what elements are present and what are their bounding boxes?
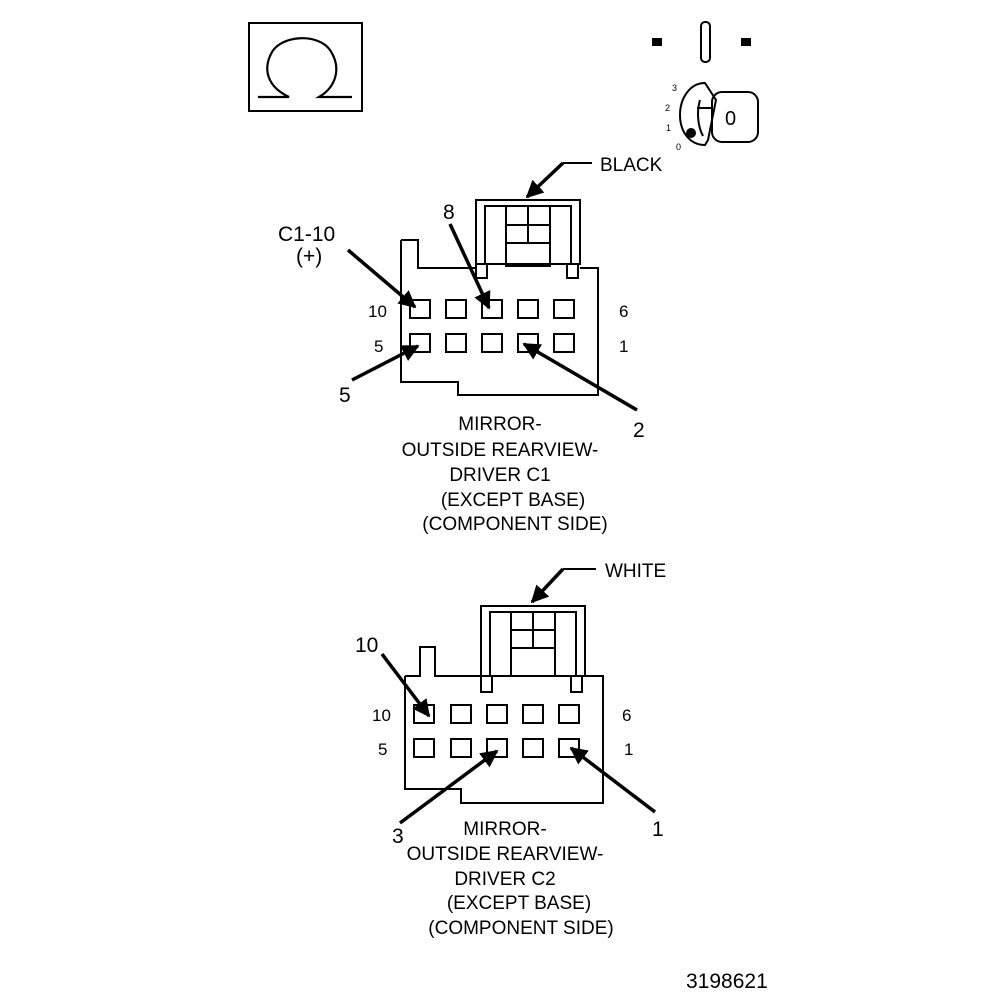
- c2-cavity-6: [558, 704, 580, 724]
- c2-color-label: WHITE: [605, 561, 666, 582]
- c1-callout-8-arrow: [448, 223, 491, 310]
- c2-body-outline: [404, 646, 604, 804]
- c1-title-line-2: OUTSIDE REARVIEW-: [402, 440, 599, 461]
- c2-color-arrow: [530, 567, 565, 604]
- c2-row-label-5: 5: [378, 740, 387, 759]
- c2-title-line-1: MIRROR-: [463, 819, 546, 840]
- c1-color-arrow: [525, 161, 565, 199]
- ignition-key-icon: 0 3 2 1 0: [652, 21, 759, 152]
- c2-title-line-4: (EXCEPT BASE): [447, 893, 591, 914]
- c2-row-label-6: 6: [622, 706, 631, 725]
- c1-cavity-row-bottom: [409, 333, 575, 353]
- c1-cavity-9: [445, 299, 467, 319]
- c1-cavity-7: [517, 299, 539, 319]
- c1-row-label-6: 6: [619, 302, 628, 321]
- ohmmeter-icon: [248, 22, 363, 112]
- c2-callout-1-arrow: [569, 746, 657, 814]
- c2-cavity-7: [522, 704, 544, 724]
- c1-cavity-10: [409, 299, 431, 319]
- c1-cavity-6: [553, 299, 575, 319]
- c1-row-label-10: 10: [368, 302, 387, 321]
- ignition-position-2: 2: [665, 103, 670, 113]
- c2-title: MIRROR- OUTSIDE REARVIEW- DRIVER C2 (EXC…: [407, 819, 614, 939]
- c2-title-line-3: DRIVER C2: [454, 869, 555, 890]
- c1-callout-plus: (+): [296, 245, 322, 268]
- c2-latch: [480, 605, 586, 693]
- c1-row-label-1: 1: [619, 337, 628, 356]
- c2-cavity-row-top: [413, 704, 580, 724]
- c2-cavity-row-bottom: [413, 738, 580, 758]
- c1-latch: [475, 199, 581, 279]
- c2-cavity-2: [522, 738, 544, 758]
- c1-callout-2: 2: [633, 419, 645, 442]
- c2-cavity-5: [413, 738, 435, 758]
- ignition-position-0: 0: [676, 142, 681, 152]
- c2-cavity-1: [558, 738, 580, 758]
- c1-callout-8: 8: [443, 201, 455, 224]
- c1-title-line-3: DRIVER C1: [449, 465, 550, 486]
- c1-cavity-5: [409, 333, 431, 353]
- ignition-position-1: 1: [666, 123, 671, 133]
- c1-title-line-1: MIRROR-: [458, 414, 541, 435]
- c1-callout-c1-10-arrow: [346, 248, 417, 309]
- c1-cavity-1: [553, 333, 575, 353]
- c2-row-label-10: 10: [372, 706, 391, 725]
- c2-cavity-8: [486, 704, 508, 724]
- c2-row-label-1: 1: [624, 740, 633, 759]
- c1-callout-2-arrow: [522, 342, 638, 412]
- c2-callout-10-arrow: [380, 652, 431, 718]
- c1-title-line-5: (COMPONENT SIDE): [422, 514, 607, 535]
- connector-c2: WHITE: [355, 561, 666, 939]
- c1-title: MIRROR- OUTSIDE REARVIEW- DRIVER C1 (EXC…: [402, 414, 608, 535]
- c1-callout-5-arrow: [351, 344, 420, 382]
- c2-cavity-4: [450, 738, 472, 758]
- c1-callout-c1-10: C1-10: [278, 223, 335, 246]
- c1-cavity-3: [481, 333, 503, 353]
- c1-callout-5: 5: [339, 384, 351, 407]
- c2-callout-3: 3: [392, 825, 404, 848]
- figure-number: 3198621: [686, 970, 768, 993]
- c2-callout-10: 10: [355, 634, 378, 657]
- c2-title-line-5: (COMPONENT SIDE): [428, 918, 613, 939]
- c2-title-line-2: OUTSIDE REARVIEW-: [407, 844, 604, 865]
- connector-c1: BLACK: [278, 155, 663, 535]
- c1-cavity-row-top: [409, 299, 575, 319]
- c1-color-label: BLACK: [600, 155, 663, 176]
- c1-title-line-4: (EXCEPT BASE): [441, 490, 585, 511]
- c1-row-label-5: 5: [374, 337, 383, 356]
- c2-callout-3-arrow: [398, 749, 499, 825]
- c2-cavity-9: [450, 704, 472, 724]
- c2-callout-1: 1: [652, 818, 664, 841]
- c1-cavity-4: [445, 333, 467, 353]
- ignition-position-3: 3: [672, 83, 677, 93]
- key-position-label: 0: [725, 108, 736, 130]
